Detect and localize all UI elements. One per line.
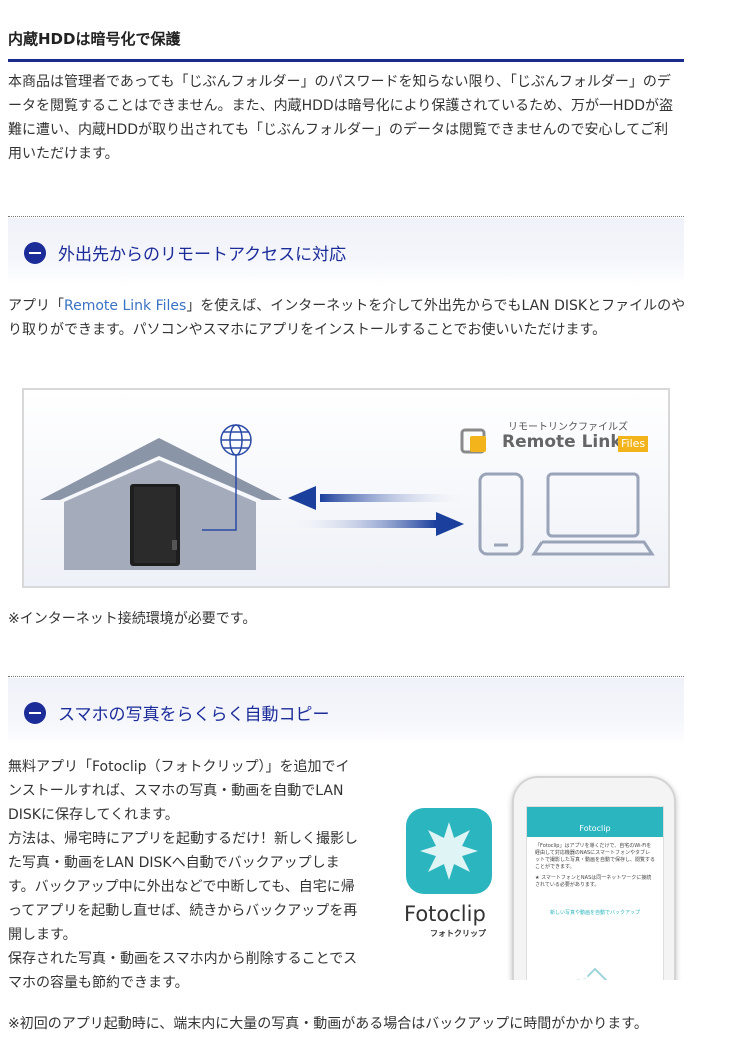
remote-link-files-logo [460, 428, 486, 454]
photo-house-icon [559, 967, 608, 980]
section-title-remote-access: 外出先からのリモートアクセスに対応 [58, 245, 347, 265]
arrow-left-icon [288, 486, 470, 510]
laptop-icon [531, 472, 655, 556]
section-title-encryption: 内蔵HDDは暗号化で保護 [8, 28, 684, 62]
remote-access-diagram [40, 424, 655, 570]
arrow-right-icon [286, 512, 464, 536]
collapse-minus-icon[interactable] [24, 702, 46, 724]
smartphone-icon [478, 472, 524, 556]
phone-screen: Fotoclip 「Fotoclip」はアプリを導くだけで、自宅のWi-Fiを経… [526, 806, 664, 980]
app-name: Remote Link [502, 432, 622, 452]
fotoclip-flower-icon [420, 822, 478, 880]
text-pre: アプリ「 [8, 298, 64, 314]
section-divider [8, 216, 684, 217]
photo-copy-description: 無料アプリ「Fotoclip（フォトクリップ）」を追加でインストールすれば、スマ… [8, 759, 358, 991]
network-wire [202, 455, 237, 531]
encryption-description: 本商品は管理者であっても「じぶんフォルダー」のパスワードを知らない限り、「じぶん… [8, 74, 674, 162]
fotoclip-app-kana: フォトクリップ [430, 929, 486, 938]
fotoclip-app-icon [406, 808, 492, 894]
app-badge-files: Files [618, 436, 649, 452]
internet-required-note: ※インターネット接続環境が必要です。 [8, 611, 257, 627]
phone-screen-header: Fotoclip [527, 821, 663, 837]
section-header-remote-access[interactable]: 外出先からのリモートアクセスに対応 [8, 218, 684, 286]
fotoclip-illustration: Fotoclip フォトクリップ Fotoclip 「Fotoclip」はアプリ… [400, 770, 690, 980]
initial-backup-note: ※初回のアプリ起動時に、端末内に大量の写真・動画がある場合はバックアップに時間が… [8, 1016, 648, 1032]
remote-link-files-link[interactable]: Remote Link Files [64, 298, 187, 314]
remote-access-description: アプリ「Remote Link Files」を使えば、インターネットを介して外出… [8, 294, 688, 342]
collapse-minus-icon[interactable] [24, 242, 46, 264]
nas-device-icon [130, 484, 180, 566]
smartphone-frame: Fotoclip 「Fotoclip」はアプリを導くだけで、自宅のWi-Fiを経… [512, 776, 676, 980]
globe-icon [220, 424, 252, 456]
fotoclip-app-name: Fotoclip [404, 902, 486, 926]
section-divider [8, 676, 684, 677]
section-header-photo-copy[interactable]: スマホの写真をらくらく自動コピー [8, 678, 684, 746]
phone-screen-note: ★ スマートフォンとNASは同一ネットワークに接続されている必要があります。 [535, 875, 652, 888]
phone-screen-link[interactable]: 新しい写真や動画を自動でバックアップ [549, 910, 640, 916]
section-title-photo-copy: スマホの写真をらくらく自動コピー [58, 705, 330, 725]
app-name-kana: リモートリンクファイルズ [508, 422, 628, 433]
phone-screen-text: 「Fotoclip」はアプリを導くだけで、自宅のWi-Fiを経由して対応機器のN… [535, 843, 656, 870]
remote-access-illustration: リモートリンクファイルズ Remote Link Files [22, 388, 670, 588]
text-post: 」を使えば、インターネットを介して外出先からでもLAN DISKとファイルのやり… [8, 298, 686, 338]
